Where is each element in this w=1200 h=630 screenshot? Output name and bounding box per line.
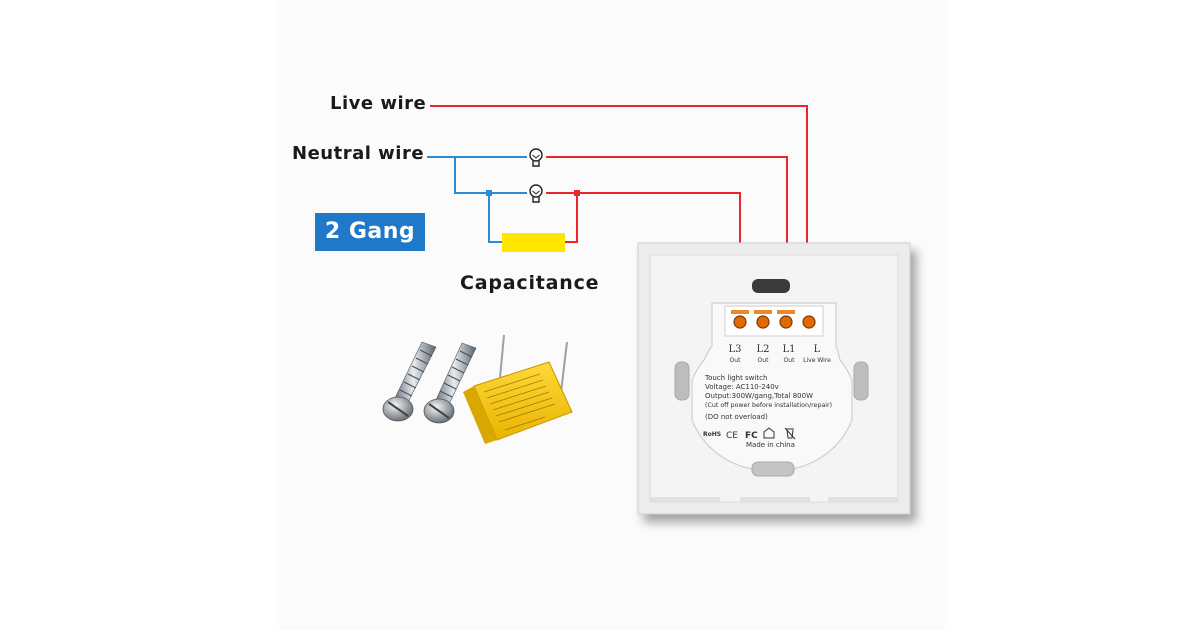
fcc-mark: FC — [745, 431, 758, 441]
terminal-label: L3 — [728, 344, 741, 355]
terminal-label: L1 — [782, 344, 795, 355]
terminal-sub-label: Live Wire — [803, 357, 831, 364]
bulb-icon — [529, 148, 543, 167]
switch-back-plate — [637, 242, 911, 515]
spec-line: Touch light switch — [704, 374, 767, 382]
terminal-l — [802, 315, 816, 329]
capacitor-component — [463, 334, 573, 444]
rohs-mark: RoHS — [703, 431, 721, 438]
screw-icon — [423, 342, 477, 424]
terminal-l2 — [754, 310, 772, 329]
terminal-l1 — [777, 310, 795, 329]
home-icon — [763, 427, 775, 439]
bulb-icon — [529, 184, 543, 203]
gang-badge: 2 Gang — [315, 213, 425, 251]
terminal-label: L2 — [756, 344, 769, 355]
terminal-sub-label: Out — [784, 357, 796, 364]
capacitor-symbol — [502, 233, 565, 252]
neutral-junction — [486, 190, 492, 196]
spec-line: (DO not overload) — [705, 413, 768, 421]
screw-icon — [382, 341, 437, 422]
live-wire-label: Live wire — [330, 93, 427, 114]
ce-mark: CE — [726, 431, 738, 441]
neutral-wire-lines — [427, 156, 527, 243]
terminal-sub-label: Out — [758, 357, 770, 364]
live-junction — [574, 190, 580, 196]
terminal-label: L — [814, 344, 821, 355]
capacitance-label: Capacitance — [460, 272, 600, 294]
spec-line: Voltage: AC110-240v — [705, 383, 779, 391]
recycle-bin-icon — [784, 427, 796, 440]
made-in-label: Made in china — [746, 441, 795, 449]
terminal-l3 — [731, 310, 749, 329]
spec-line: Output:300W/gang,Total 800W — [705, 392, 813, 400]
terminal-sub-label: Out — [730, 357, 742, 364]
spec-line: (Cut off power before installation/repai… — [705, 402, 832, 409]
neutral-wire-label: Neutral wire — [292, 143, 425, 164]
